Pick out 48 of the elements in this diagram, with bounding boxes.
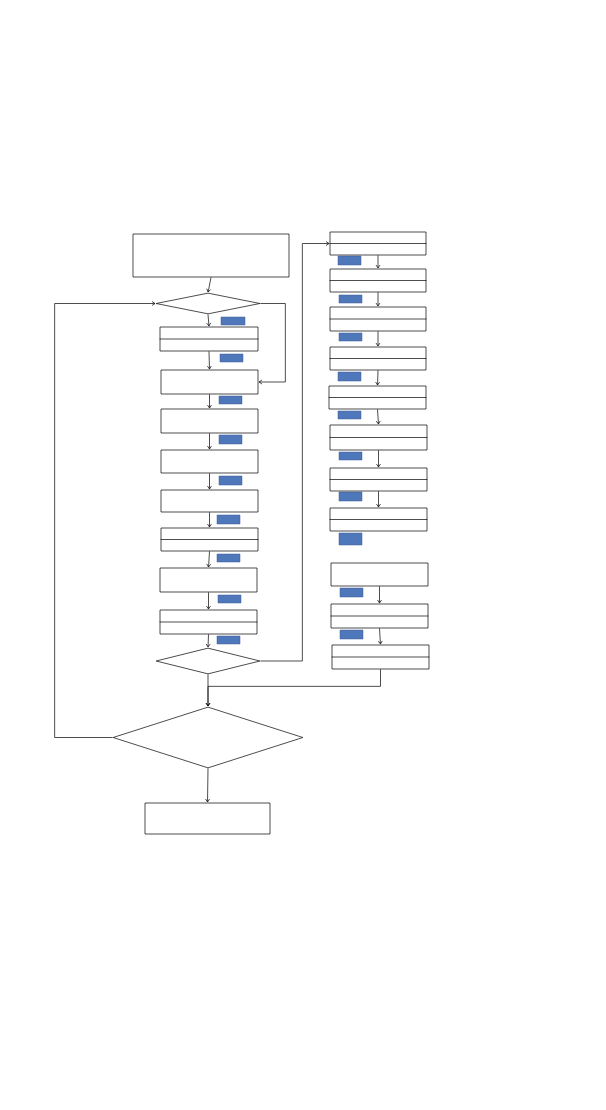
arrow [376,450,381,468]
decision-diamond [155,292,261,315]
arrow [375,255,381,269]
arrow [205,634,211,648]
divided-box [330,603,429,629]
process-box [132,233,290,278]
process-box [160,369,259,395]
arrow [375,292,381,307]
divided-box [329,268,427,293]
arrow [207,433,212,450]
process-box [160,408,259,434]
arrow [206,277,212,293]
arrow [375,331,381,347]
decision-diamond [112,706,304,769]
arrow [207,351,212,370]
process-box [144,802,271,835]
arrow [375,370,380,386]
arrow [206,551,212,568]
divided-box [328,385,427,410]
arrow [260,241,330,662]
process-box [330,562,429,587]
arrow [258,303,286,385]
process-box [159,567,258,593]
arrow [377,628,383,645]
divided-box [331,644,430,670]
divided-box [329,507,428,532]
arrow [375,409,381,425]
arrow [376,491,381,508]
divided-box [159,326,259,352]
arrow [206,592,211,610]
decision-diamond [155,647,261,675]
divided-box [329,424,428,451]
arrow [377,586,382,604]
arrow [207,394,212,409]
divided-box [329,306,427,332]
divided-box [329,467,428,492]
arrow [205,669,381,707]
arrow [206,314,212,327]
divided-box [329,231,427,256]
divided-box [329,346,427,371]
arrow [54,301,156,738]
divided-box [159,609,258,635]
divided-box [160,527,259,552]
arrow [207,512,212,528]
process-box [160,489,259,513]
arrow [205,768,210,803]
process-box [160,449,259,474]
arrow [207,473,212,490]
